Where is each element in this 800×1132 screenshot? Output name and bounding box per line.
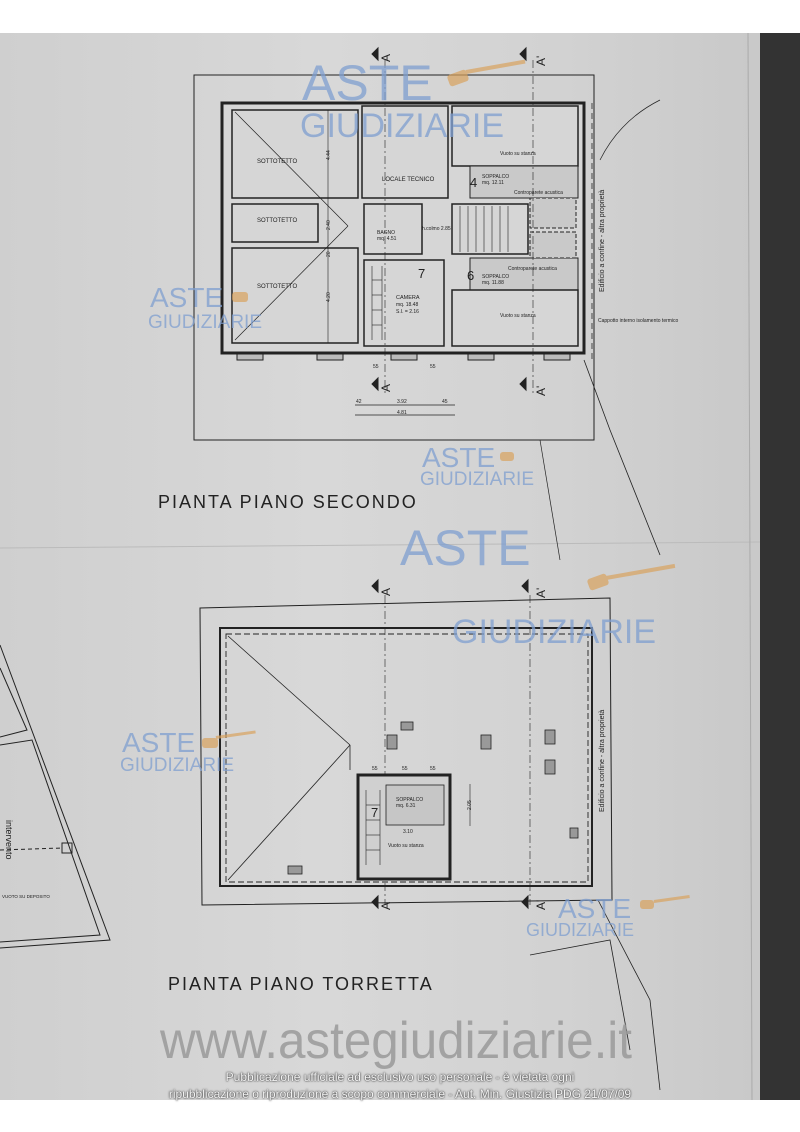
watermark-aste-5: ASTE — [122, 727, 195, 758]
dim-4-44: 4.44 — [326, 150, 332, 160]
plan-second-floor — [193, 46, 661, 561]
label-sottotetto-1: SOTTOTETTO — [257, 159, 297, 165]
dim-55-left: 55 — [373, 364, 379, 370]
room-sottotetto-2 — [231, 203, 319, 243]
gavel-icon — [202, 59, 690, 909]
watermark-giudiziarie-2: GIUDIZIARIE — [148, 312, 262, 333]
watermark-aste-2: ASTE — [150, 282, 223, 313]
cappotto-note: Cappotto interno isolamento termico — [598, 318, 679, 324]
dim-3-92: 3.92 — [397, 399, 407, 405]
room-locale-tecnico — [361, 105, 449, 199]
dim-4-81: 4.81 — [397, 410, 407, 416]
label-camera-si: S.I. = 2.16 — [396, 309, 419, 315]
label-vuoto-deposito: VUOTO SU DEPOSITO — [2, 894, 50, 899]
dim-4-20: 4.20 — [326, 292, 332, 302]
fold-line — [0, 541, 761, 549]
dim-45: 45 — [442, 399, 448, 405]
watermark-giudiziarie-6: GIUDIZIARIE — [526, 920, 634, 940]
section-a-prime-top: A' — [534, 56, 548, 66]
label-controparete-1: Controparete acustica — [514, 190, 563, 196]
stairwell — [451, 203, 529, 255]
tower-dim-55-b: 55 — [402, 766, 408, 772]
tower-section-a-top: A — [379, 588, 393, 596]
label-intervento: intervento — [4, 820, 14, 860]
label-soppalco-4-area: mq. 12.11 — [482, 180, 504, 186]
label-soppalco-6-area: mq. 11.88 — [482, 280, 504, 286]
room-vuoto-bottom — [451, 289, 579, 347]
tower-soppalco — [385, 784, 445, 826]
title-second-floor: PIANTA PIANO SECONDO — [158, 492, 418, 512]
dim-2-40: 2.40 — [326, 220, 332, 230]
label-soppalco-6: SOPPALCO — [482, 274, 509, 280]
watermark-aste-1: ASTE — [302, 55, 433, 111]
left-partial-plan — [0, 644, 111, 949]
label-vuoto-bottom: Vuoto su stanza — [500, 313, 536, 319]
background-edge — [760, 33, 800, 1100]
tower-dim-2-05: 2.05 — [467, 800, 473, 810]
watermark-giudiziarie-5: GIUDIZIARIE — [120, 755, 234, 776]
footer-line-1: Pubblicazione ufficiale ad esclusivo uso… — [225, 1070, 575, 1084]
label-room-7: 7 — [418, 266, 425, 281]
side-note-tower: Edificio a confine - altra proprietà — [599, 710, 606, 812]
room-soppalco-4 — [469, 165, 579, 199]
section-a-prime-bottom: A' — [534, 386, 548, 396]
watermark-giudiziarie-3: GIUDIZIARIE — [420, 469, 534, 490]
tower-dim-55-a: 55 — [372, 766, 378, 772]
label-room-6: 6 — [467, 268, 474, 283]
watermark-aste-4: ASTE — [400, 520, 531, 576]
room-camera — [363, 259, 445, 347]
paper-edge — [747, 32, 753, 1101]
tower-section-a-bottom: A — [379, 902, 393, 910]
label-bagno-area: mq. 4.51 — [377, 236, 397, 242]
lot-outline — [193, 74, 595, 441]
label-soppalco-4: SOPPALCO — [482, 174, 509, 180]
tower-dim-55-c: 55 — [430, 766, 436, 772]
label-camera-area: mq. 18.48 — [396, 302, 418, 308]
room-sottotetto-1 — [231, 109, 359, 199]
watermark-group: ASTE GIUDIZIARIE ASTE GIUDIZIARIE ASTE G… — [120, 55, 690, 1070]
label-room-4: 4 — [470, 175, 477, 190]
label-vuoto-top: Vuoto su stanza — [500, 151, 536, 157]
watermark-giudiziarie-1: GIUDIZIARIE — [300, 107, 504, 145]
tower-room-label: SOPPALCO — [396, 797, 423, 803]
tower-room-area: mq. 6.31 — [396, 803, 416, 809]
watermark-aste-3: ASTE — [422, 442, 495, 473]
section-a-bottom: A — [379, 384, 393, 392]
label-bagno: BAGNO — [377, 230, 395, 236]
dim-20: 20 — [326, 251, 332, 257]
tower-vuoto: Vuoto su stanza — [388, 843, 424, 849]
title-tower-floor: PIANTA PIANO TORRETTA — [168, 974, 434, 994]
label-camera: CAMERA — [396, 295, 420, 301]
roof-outline — [219, 627, 593, 887]
tower-room-number: 7 — [371, 805, 378, 820]
label-locale-tecnico: LOCALE TECNICO — [382, 177, 435, 183]
tower-dim-3-10: 3.10 — [403, 829, 413, 835]
footer-line-2: ripubblicazione o riproduzione a scopo c… — [168, 1087, 632, 1101]
room-bagno — [363, 203, 423, 255]
tower-section-a-prime-bottom: A' — [534, 900, 548, 910]
watermark-giudiziarie-4: GIUDIZIARIE — [452, 613, 656, 651]
label-sottotetto-2: SOTTOTETTO — [257, 218, 297, 224]
section-a-top: A — [379, 54, 393, 62]
side-note-second: Edificio a confine - altra proprietà — [599, 190, 606, 292]
watermark-site: www.astegiudiziarie.it — [159, 1012, 632, 1070]
label-sottotetto-3: SOTTOTETTO — [257, 284, 297, 290]
legal-footer: Pubblicazione ufficiale ad esclusivo uso… — [0, 1069, 800, 1103]
watermark-aste-6: ASTE — [558, 893, 631, 924]
building-outline — [220, 101, 586, 355]
dim-42: 42 — [356, 399, 362, 405]
plan-tower-floor — [199, 578, 661, 1091]
dim-55-right: 55 — [430, 364, 436, 370]
tower-section-a-prime-top: A' — [534, 588, 548, 598]
label-hcolmo: h.colmo 2.85 — [422, 226, 451, 232]
label-controparete-2: Controparete acustica — [508, 266, 557, 272]
